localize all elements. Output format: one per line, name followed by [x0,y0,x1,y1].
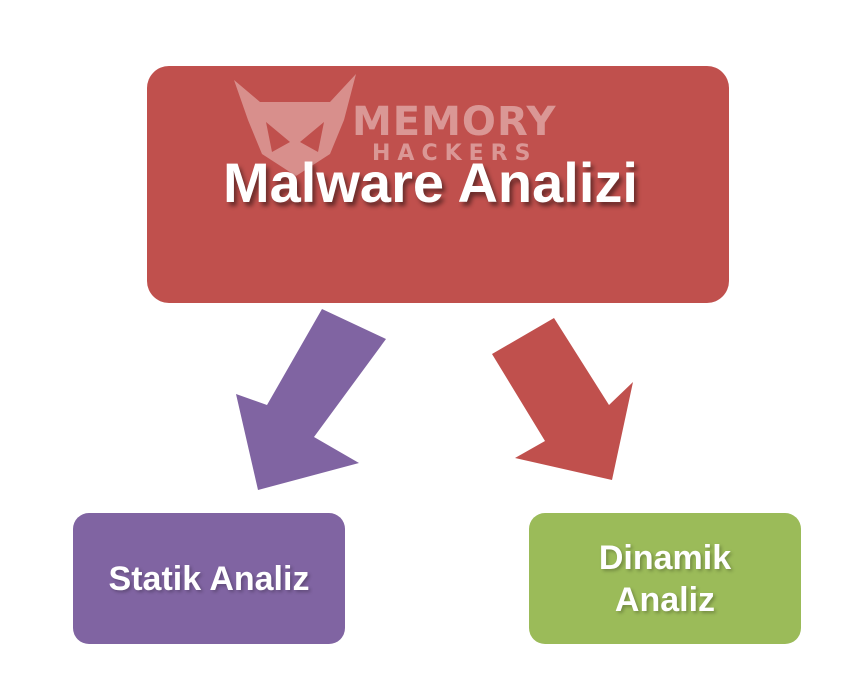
dynamic-analysis-box: Dinamik Analiz [529,513,801,644]
static-analysis-box: Statik Analiz [73,513,345,644]
memory-hackers-watermark: MEMORY HACKERS [232,72,556,192]
dynamic-analysis-label-line1: Dinamik [598,538,732,577]
horned-mask-logo [234,74,356,176]
watermark-memory-text: MEMORY [352,99,557,145]
arrow-down-right-icon [492,318,633,480]
arrow-down-left-icon [236,309,386,490]
static-analysis-label: Statik Analiz [108,559,310,598]
main-node-label: Malware Analizi [223,151,638,214]
dynamic-analysis-label-line2: Analiz [614,580,716,619]
watermark-hackers-text: HACKERS [372,141,538,166]
